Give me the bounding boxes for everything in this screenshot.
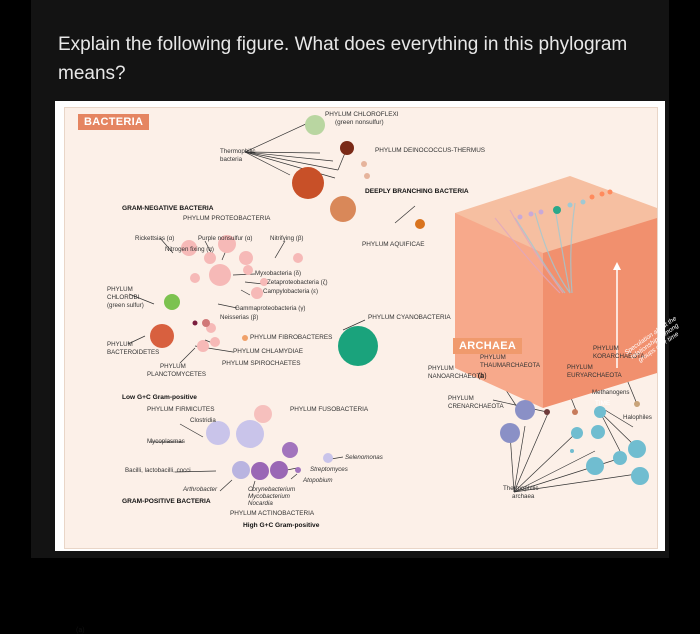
label-crenarchaeota-2: CRENARCHAEOTA bbox=[448, 403, 504, 410]
heading-high-gc: High G+C Gram-positive bbox=[243, 522, 320, 529]
label-spirochaetes: PHYLUM SPIROCHAETES bbox=[222, 360, 301, 367]
panel-b-label: (b) bbox=[478, 373, 487, 380]
label-chlamydiae: PHYLUM CHLAMYDIAE bbox=[233, 348, 303, 355]
panel-a-label: (a) bbox=[76, 627, 85, 634]
label-rickettsias: Rickettsias (α) bbox=[135, 235, 175, 242]
label-nocardia: Nocardia bbox=[248, 500, 273, 507]
label-streptomyces: Streptomyces bbox=[310, 466, 348, 473]
label-thermophilic-bacteria-2: bacteria bbox=[220, 156, 243, 163]
label-korarchaeota-1: PHYLUM bbox=[593, 345, 619, 352]
label-actinobacteria: PHYLUM ACTINOBACTERIA bbox=[230, 510, 315, 517]
label-arthrobacter: Arthrobacter bbox=[183, 486, 218, 493]
label-thermophilic-archaea-1: Thermophilic bbox=[503, 485, 539, 492]
label-atopobium: Atopobium bbox=[303, 477, 333, 484]
label-halophiles: Halophiles bbox=[623, 414, 652, 421]
label-fibrobacteres: PHYLUM FIBROBACTERES bbox=[250, 334, 333, 341]
archaea-tag: ARCHAEA bbox=[453, 338, 523, 354]
label-thaumarchaeota-2: THAUMARCHAEOTA bbox=[480, 362, 541, 369]
label-methanogens: Methanogens bbox=[592, 389, 630, 396]
label-korarchaeota-2: KORARCHAEOTA bbox=[593, 353, 645, 360]
label-neisserias: Neisserias (β) bbox=[220, 314, 259, 321]
box-right bbox=[543, 218, 657, 408]
label-nanoarchaeota-2: NANOARCHAEOTA bbox=[428, 373, 484, 380]
figure-panel: BACTERIA ARCHAEA PHYLUM CHLOROFLEXI (gre… bbox=[64, 107, 680, 549]
time-label: TIME bbox=[595, 400, 611, 407]
question-text: Explain the following figure. What does … bbox=[58, 34, 628, 84]
label-euryarchaeota-1: PHYLUM bbox=[567, 364, 593, 371]
label-thaumarchaeota-1: PHYLUM bbox=[480, 354, 506, 361]
label-chlorobi-3: (green sulfur) bbox=[107, 302, 144, 309]
label-mycobacterium: Mycobacterium bbox=[248, 493, 290, 500]
label-nitrifying: Nitrifying (β) bbox=[270, 235, 304, 242]
label-zetaproteobacteria: Zetaproteobacteria (ζ) bbox=[267, 279, 328, 286]
label-bacteroidetes-2: BACTEROIDETES bbox=[107, 349, 160, 356]
label-myxobacteria: Myxobacteria (δ) bbox=[255, 270, 302, 277]
label-chloroflexi: PHYLUM CHLOROFLEXI bbox=[325, 111, 399, 118]
label-fusobacteria: PHYLUM FUSOBACTERIA bbox=[290, 406, 369, 413]
heading-deeply-branching: DEEPLY BRANCHING BACTERIA bbox=[365, 188, 469, 195]
label-aquificae: PHYLUM AQUIFICAE bbox=[362, 241, 425, 248]
label-nanoarchaeota-1: PHYLUM bbox=[428, 365, 454, 372]
label-chlorobi-1: PHYLUM bbox=[107, 286, 133, 293]
label-cyanobacteria: PHYLUM CYANOBACTERIA bbox=[368, 314, 451, 321]
label-nitrogen-fixing: Nitrogen fixing (α) bbox=[165, 246, 214, 253]
page-background: Explain the following figure. What does … bbox=[31, 0, 680, 634]
box-left bbox=[455, 213, 543, 408]
label-firmicutes: PHYLUM FIRMICUTES bbox=[147, 406, 215, 413]
label-bacilli: Bacilli, lactobacilli, cocci bbox=[125, 467, 191, 474]
bacteria-tag: BACTERIA bbox=[78, 114, 150, 130]
label-deinococcus: PHYLUM DEINOCOCCUS-THERMUS bbox=[375, 147, 486, 154]
label-euryarchaeota-2: EURYARCHAEOTA bbox=[567, 372, 622, 379]
label-campylobacteria: Campylobacteria (ε) bbox=[263, 288, 319, 295]
label-chlorobi-2: CHLOROBI bbox=[107, 294, 140, 301]
label-proteobacteria: PHYLUM PROTEOBACTERIA bbox=[183, 215, 271, 222]
label-chloroflexi-sub: (green nonsulfur) bbox=[335, 119, 384, 126]
label-purple-nonsulfur: Purple nonsulfur (α) bbox=[198, 235, 253, 242]
label-selenomonas: Selenomonas bbox=[345, 454, 383, 461]
phylogram-figure: BACTERIA ARCHAEA PHYLUM CHLOROFLEXI (gre… bbox=[55, 101, 680, 634]
label-thermophilic-archaea-2: archaea bbox=[512, 493, 535, 500]
heading-gram-positive: GRAM-POSITIVE BACTERIA bbox=[122, 498, 211, 505]
label-planctomycetes-1: PHYLUM bbox=[160, 363, 186, 370]
phylogram-drawing bbox=[127, 115, 657, 493]
label-planctomycetes-2: PLANCTOMYCETES bbox=[147, 371, 207, 378]
label-clostridia: Clostridia bbox=[190, 417, 216, 424]
label-crenarchaeota-1: PHYLUM bbox=[448, 395, 474, 402]
label-gammaproteobacteria: Gammaproteobacteria (γ) bbox=[235, 305, 306, 312]
heading-gram-negative: GRAM-NEGATIVE BACTERIA bbox=[122, 205, 214, 212]
label-bacteroidetes-1: PHYLUM bbox=[107, 341, 133, 348]
label-corynebacterium: Corynebacterium bbox=[248, 486, 296, 493]
heading-low-gc: Low G+C Gram-positive bbox=[122, 394, 197, 401]
label-mycoplasmas: Mycoplasmas bbox=[147, 438, 185, 445]
label-thermophilic-bacteria-1: Thermophilic bbox=[220, 148, 256, 155]
